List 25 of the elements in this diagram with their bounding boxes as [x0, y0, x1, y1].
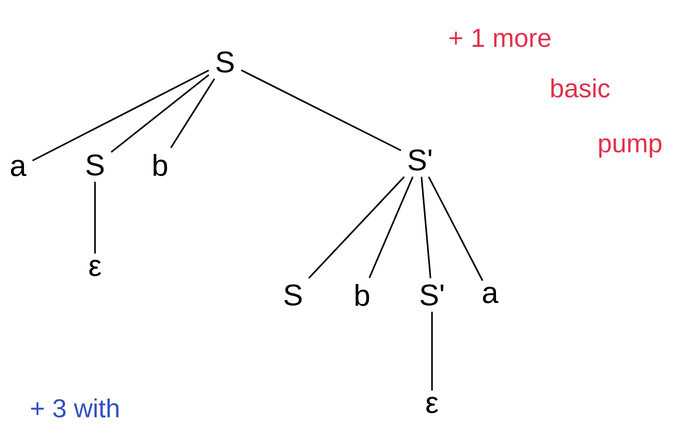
- tree-symbol: b: [356, 284, 370, 306]
- tree-symbol: S: [284, 284, 302, 306]
- tree-symbol: a: [10, 160, 26, 176]
- handwritten-note: basic: [551, 78, 610, 98]
- handwritten-note: + 1 more: [450, 28, 550, 48]
- tree-branch: [170, 78, 216, 148]
- handwritten-note: + 3 with: [31, 398, 118, 418]
- tree-symbol: ε: [426, 396, 438, 414]
- tree-symbol: S: [86, 154, 104, 176]
- tree-symbol: b: [154, 154, 168, 176]
- tree-symbol: a: [482, 286, 498, 304]
- tree-symbol: S': [420, 284, 444, 306]
- tree-symbol: ε: [89, 260, 102, 276]
- tree-branch: [94, 182, 96, 254]
- handwritten-note: pump: [599, 138, 662, 158]
- tree-branch: [420, 176, 432, 278]
- tree-symbol: S: [216, 51, 234, 73]
- tree-branch: [110, 74, 210, 153]
- tree-branch: [32, 70, 210, 162]
- tree-branch: [368, 176, 414, 278]
- tree-branch: [431, 312, 433, 391]
- tree-branch: [240, 69, 402, 152]
- tree-branch: [428, 176, 484, 281]
- tree-symbol: S': [408, 149, 432, 171]
- tree-branch: [308, 176, 405, 279]
